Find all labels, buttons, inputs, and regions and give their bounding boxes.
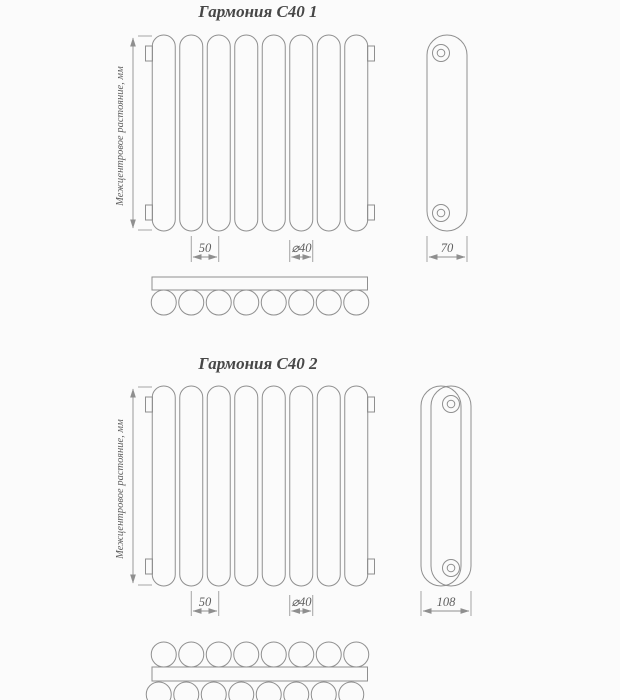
fitting-bottom-inner xyxy=(446,563,456,573)
fitting-top-inner xyxy=(436,48,446,58)
depth-dimension-value: 70 xyxy=(441,241,454,255)
fitting-top-outer xyxy=(432,44,450,62)
top-view-1 xyxy=(150,276,370,316)
tube xyxy=(179,385,204,587)
tube-section xyxy=(288,641,315,668)
tube-section xyxy=(205,641,232,668)
connector-tab xyxy=(145,204,153,221)
side-tube xyxy=(426,34,468,232)
tube-section xyxy=(150,289,177,316)
drawing-c40-1: Гармония С40 1 Межцентровое растояние, м… xyxy=(115,2,468,316)
connector-tab xyxy=(367,45,375,62)
tube-section xyxy=(145,681,172,700)
connector-tab xyxy=(145,396,153,413)
fitting-bottom-outer xyxy=(442,559,460,577)
tube-section xyxy=(260,289,287,316)
side-view-1 xyxy=(426,34,468,232)
tube-section xyxy=(343,289,370,316)
tube-section xyxy=(315,289,342,316)
tube xyxy=(316,34,341,232)
top-view-2 xyxy=(145,641,370,700)
fitting-top-outer xyxy=(442,395,460,413)
drawing-c40-2: Гармония С40 2 Межцентровое растояние, м… xyxy=(115,354,472,700)
pitch-dimension-value: 50 xyxy=(199,241,212,255)
tube-section xyxy=(338,681,365,700)
connector-tab xyxy=(145,558,153,575)
tube-section xyxy=(178,641,205,668)
diameter-dimension-value: ⌀40 xyxy=(291,595,312,609)
tube-section xyxy=(228,681,255,700)
tube xyxy=(289,34,314,232)
height-dimension-2: Межцентровое растояние, мм xyxy=(115,386,152,586)
tube-section xyxy=(233,289,260,316)
drawing1-title: Гармония С40 1 xyxy=(197,2,317,21)
front-view-1 xyxy=(145,34,375,232)
tube xyxy=(151,34,176,232)
side-view-2 xyxy=(420,385,472,587)
tube-section xyxy=(150,641,177,668)
tube-section xyxy=(173,681,200,700)
tube-section xyxy=(310,681,337,700)
tube xyxy=(344,34,369,232)
depth-dimension-value: 108 xyxy=(437,595,457,609)
tube xyxy=(261,385,286,587)
connector-tab xyxy=(145,45,153,62)
drawing2-title: Гармония С40 2 xyxy=(197,354,318,373)
side-tube-front xyxy=(420,385,462,587)
bottom-dimensions-1: 50 ⌀40 xyxy=(190,236,314,262)
collector-bar xyxy=(151,276,368,291)
connector-tab xyxy=(367,204,375,221)
tube-section xyxy=(178,289,205,316)
tube xyxy=(151,385,176,587)
fitting-top-inner xyxy=(446,399,456,409)
connector-tab xyxy=(367,396,375,413)
front-view-2 xyxy=(145,385,375,587)
bottom-dimensions-2: 50 ⌀40 xyxy=(190,591,314,616)
side-tube-back xyxy=(430,385,472,587)
tube xyxy=(289,385,314,587)
tube-section xyxy=(233,641,260,668)
depth-dimension-2: 108 xyxy=(420,591,472,616)
tube-section xyxy=(205,289,232,316)
height-dimension-label: Межцентровое растояние, мм xyxy=(115,66,126,207)
tube-section xyxy=(260,641,287,668)
tube-section xyxy=(315,641,342,668)
tube-section xyxy=(200,681,227,700)
tube-section xyxy=(343,641,370,668)
height-dimension-label: Межцентровое растояние, мм xyxy=(115,419,126,560)
collector-bar xyxy=(151,666,368,682)
tube xyxy=(261,34,286,232)
tube-section xyxy=(255,681,282,700)
fitting-bottom-outer xyxy=(432,204,450,222)
tube xyxy=(179,34,204,232)
tube-section xyxy=(283,681,310,700)
tube xyxy=(206,34,231,232)
height-dimension-1: Межцентровое растояние, мм xyxy=(115,35,152,231)
tube xyxy=(234,34,259,232)
connector-tab xyxy=(367,558,375,575)
diameter-dimension-value: ⌀40 xyxy=(291,241,312,255)
depth-dimension-1: 70 xyxy=(426,236,468,262)
fitting-bottom-inner xyxy=(436,208,446,218)
pitch-dimension-value: 50 xyxy=(199,595,212,609)
tube xyxy=(206,385,231,587)
tube-section xyxy=(288,289,315,316)
tube xyxy=(234,385,259,587)
tube xyxy=(344,385,369,587)
tube xyxy=(316,385,341,587)
